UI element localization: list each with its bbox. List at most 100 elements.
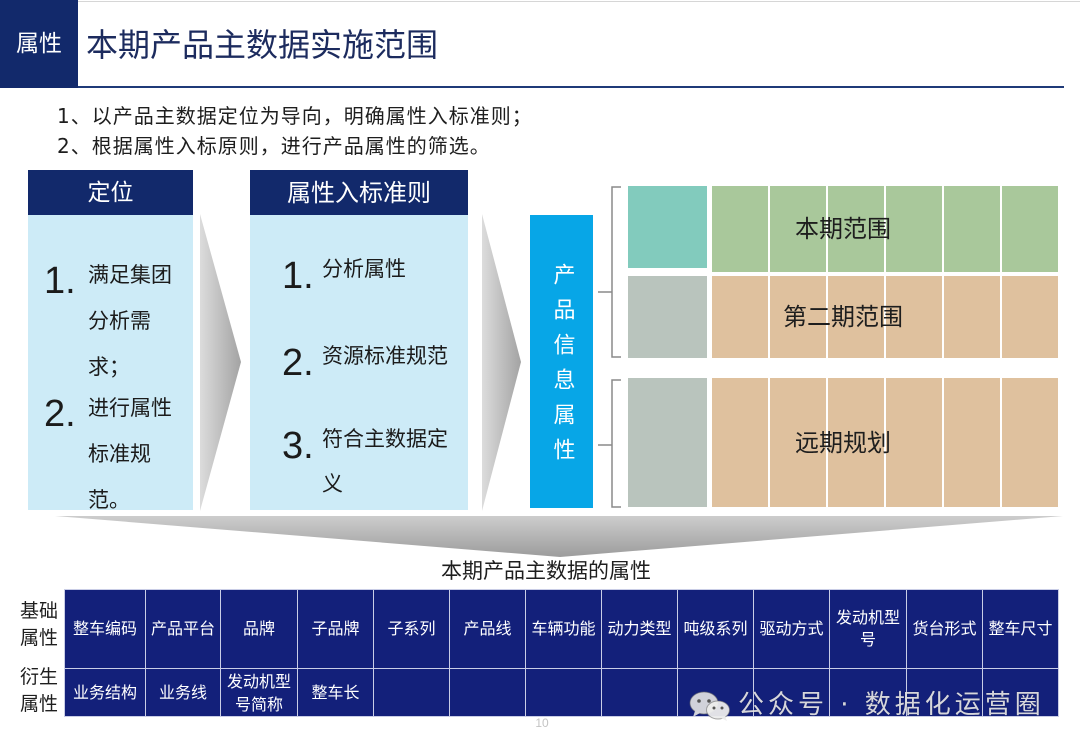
bracket-lower bbox=[598, 379, 621, 508]
top-border bbox=[78, 1, 1080, 2]
item-text: 资源标准规范 bbox=[322, 344, 448, 368]
positioning-body: 1. 满足集团 分析需 求； 2. 进行属性 标准规 范。 bbox=[28, 215, 193, 512]
item-text: 义 bbox=[322, 472, 343, 496]
scope-cells bbox=[712, 378, 1058, 507]
scope-cell bbox=[944, 186, 1000, 272]
attribute-cell: 发动机型号 bbox=[829, 589, 907, 669]
attribute-cell bbox=[982, 668, 1059, 717]
item-text: 分析需 bbox=[88, 309, 151, 333]
slide-title: 本期产品主数据实施范围 bbox=[86, 26, 439, 64]
scope-cell bbox=[886, 276, 942, 358]
scope-cell bbox=[712, 276, 768, 358]
scope-cell bbox=[1002, 378, 1058, 507]
item-text: 分析属性 bbox=[322, 257, 406, 281]
scope-label: 本期范围 bbox=[795, 215, 891, 243]
attribute-cell: 产品线 bbox=[449, 589, 526, 669]
item-number: 1. bbox=[282, 255, 314, 297]
positioning-title: 定位 bbox=[87, 179, 134, 206]
scope-cell bbox=[770, 186, 826, 272]
section-tag-text: 属性 bbox=[16, 31, 62, 57]
attribute-cell bbox=[829, 668, 907, 717]
scope-cell bbox=[944, 378, 1000, 507]
scope-cell bbox=[1002, 186, 1058, 272]
row-label-derived: 衍生属性 bbox=[20, 666, 59, 715]
attribute-table: 整车编码 产品平台 品牌 子品牌 子系列 产品线 车辆功能 动力类型 吨级系列 … bbox=[64, 589, 1059, 717]
scope-cells bbox=[712, 276, 1058, 358]
item-text-block: 资源标准规范 bbox=[322, 334, 448, 379]
scope-cells bbox=[712, 186, 1058, 272]
scope-row-future: 远期规划 bbox=[628, 378, 1058, 507]
scope-cell bbox=[828, 378, 884, 507]
attribute-cell: 子品牌 bbox=[297, 589, 374, 669]
item-number: 3. bbox=[282, 425, 314, 467]
watermark: 公众号 · 数据化运营圈 bbox=[688, 688, 1068, 724]
item-text: 满足集团 bbox=[88, 263, 172, 287]
scope-lead-cell bbox=[628, 186, 707, 268]
criteria-title: 属性入标准则 bbox=[287, 178, 431, 207]
item-number: 1. bbox=[44, 260, 76, 302]
scope-cell bbox=[886, 378, 942, 507]
criteria-body: 1. 分析属性 2. 资源标准规范 3. 符合主数据定 义 bbox=[250, 215, 468, 510]
scope-row-current: 本期范围 bbox=[628, 186, 1058, 272]
arrow-right-icon bbox=[200, 214, 241, 511]
arrow-right-icon bbox=[482, 214, 521, 511]
positioning-header: 定位 bbox=[28, 170, 193, 215]
section-tag: 属性 bbox=[0, 0, 78, 88]
attribute-cell: 业务结构 bbox=[64, 668, 146, 717]
attribute-cell bbox=[601, 668, 678, 717]
arrow-down-icon bbox=[55, 516, 1063, 557]
item-text: 标准规 bbox=[88, 442, 151, 466]
item-text-block: 满足集团 分析需 求； bbox=[88, 252, 172, 390]
item-text: 符合主数据定 bbox=[322, 427, 448, 451]
attribute-cell: 货台形式 bbox=[906, 589, 983, 669]
scope-cell bbox=[944, 276, 1000, 358]
scope-cell bbox=[828, 186, 884, 272]
intro-line: 1、以产品主数据定位为导向，明确属性入标准则； bbox=[57, 104, 533, 128]
basic-attribute-row: 整车编码 产品平台 品牌 子品牌 子系列 产品线 车辆功能 动力类型 吨级系列 … bbox=[64, 589, 1059, 669]
scope-cell bbox=[712, 378, 768, 507]
page-number: 10 bbox=[535, 716, 549, 730]
scope-cell bbox=[1002, 276, 1058, 358]
watermark-text: 公众号 · 数据化运营圈 bbox=[738, 690, 1045, 720]
derived-attribute-row: 业务结构 业务线 发动机型号简称 整车长 bbox=[64, 668, 1059, 717]
scope-cell bbox=[828, 276, 884, 358]
scope-lead-cell bbox=[628, 276, 707, 358]
item-text-block: 符合主数据定 义 bbox=[322, 417, 448, 507]
scope-label: 第二期范围 bbox=[783, 303, 903, 331]
attribute-cell bbox=[373, 668, 450, 717]
item-number: 2. bbox=[44, 393, 76, 435]
scope-cell bbox=[886, 186, 942, 272]
wechat-icon bbox=[689, 691, 730, 721]
criteria-header: 属性入标准则 bbox=[250, 170, 468, 215]
attribute-cell: 业务线 bbox=[145, 668, 221, 717]
scope-row-second: 第二期范围 bbox=[628, 276, 1058, 358]
attribute-cell: 车辆功能 bbox=[525, 589, 602, 669]
attribute-cell bbox=[449, 668, 526, 717]
item-text: 求； bbox=[88, 355, 130, 379]
row-label-basic: 基础属性 bbox=[20, 600, 59, 649]
title-underline bbox=[78, 86, 1064, 88]
item-number: 2. bbox=[282, 342, 314, 384]
item-text: 范。 bbox=[88, 488, 130, 512]
scope-cell bbox=[712, 186, 768, 272]
attribute-cell: 整车尺寸 bbox=[982, 589, 1059, 669]
attributes-title: 本期产品主数据的属性 bbox=[441, 559, 651, 583]
scope-label: 远期规划 bbox=[795, 428, 891, 457]
attribute-cell: 动力类型 bbox=[601, 589, 678, 669]
product-info-box: 产品信息属性 bbox=[530, 215, 593, 508]
attribute-cell: 品牌 bbox=[220, 589, 298, 669]
attribute-cell: 整车长 bbox=[297, 668, 374, 717]
scope-lead-cell bbox=[628, 378, 707, 507]
scope-cell bbox=[770, 276, 826, 358]
scope-cell bbox=[770, 378, 826, 507]
attribute-cell: 整车编码 bbox=[64, 589, 146, 669]
product-info-label: 产品信息属性 bbox=[549, 263, 575, 473]
item-text-block: 分析属性 bbox=[322, 247, 406, 292]
attribute-cell: 吨级系列 bbox=[677, 589, 754, 669]
attribute-cell: 产品平台 bbox=[145, 589, 221, 669]
item-text: 进行属性 bbox=[88, 396, 172, 420]
attribute-cell: 发动机型号简称 bbox=[220, 668, 298, 717]
attribute-cell: 子系列 bbox=[373, 589, 450, 669]
item-text-block: 进行属性 标准规 范。 bbox=[88, 385, 172, 523]
